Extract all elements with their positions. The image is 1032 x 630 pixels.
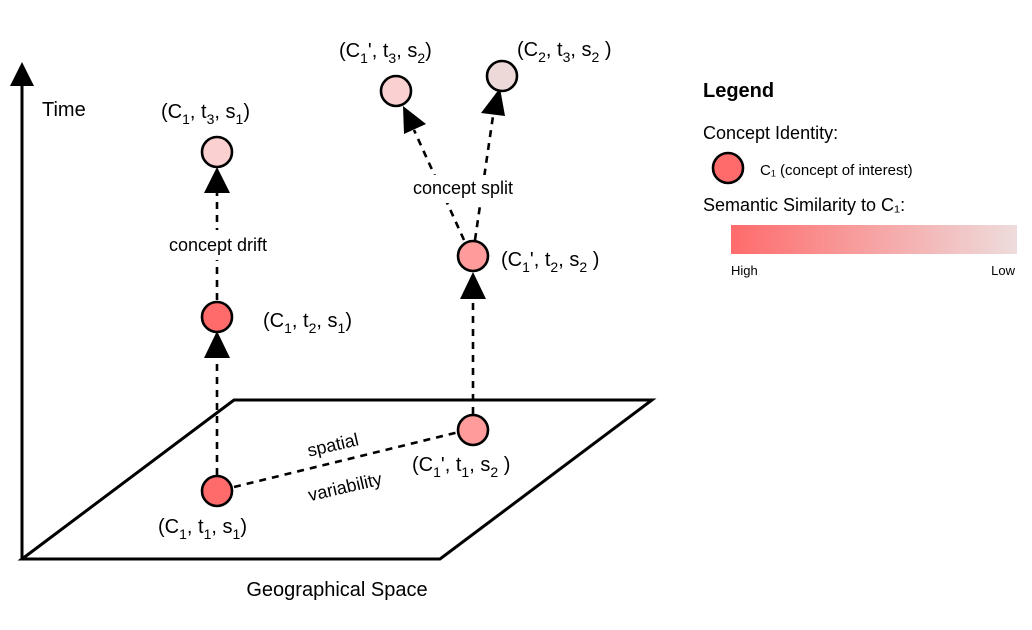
concept-node-c1prime-t3-s2 — [379, 74, 413, 108]
legend-identity-heading: Concept Identity: — [703, 123, 838, 143]
split-source-arrowhead — [460, 272, 486, 299]
space-axis-label: Geographical Space — [246, 579, 427, 601]
node-label-c1prime-t1-s2: (C1', t1, s2 ) — [412, 454, 510, 480]
geographical-plane — [17, 398, 657, 561]
split-right-arrowhead — [481, 88, 505, 116]
legend: Legend Concept Identity: C₁ (concept of … — [703, 80, 1017, 278]
gradient-low-label: Low — [991, 263, 1015, 278]
node-label-c1-t1-s1: (C1, t1, s1) — [158, 516, 247, 542]
split-left-arrowhead — [403, 106, 426, 134]
time-axis-arrowhead — [10, 62, 34, 86]
node-label-c1prime-t3-s2: (C1', t3, s2) — [339, 40, 432, 66]
legend-title: Legend — [703, 80, 774, 102]
node-label-c1prime-t2-s2: (C1', t2, s2 ) — [501, 249, 599, 275]
legend-similarity-heading: Semantic Similarity to C₁: — [703, 195, 905, 215]
split-label-backdrop — [398, 175, 528, 203]
drift-label-backdrop — [152, 230, 282, 260]
concept-node-c2-t3-s2 — [485, 59, 519, 93]
concept-node-c1-t3-s1 — [200, 135, 234, 169]
concept-drift-label: concept drift — [169, 235, 267, 255]
concept-split-label: concept split — [413, 178, 513, 198]
concept-node-c1-t1-s1 — [200, 474, 234, 508]
gradient-high-label: High — [731, 263, 758, 278]
legend-identity-swatch — [711, 151, 745, 185]
concept-node-c1-t2-s1 — [200, 300, 234, 334]
drift-arrowhead-upper — [204, 167, 230, 193]
split-right-connector — [473, 115, 495, 241]
node-label-c2-t3-s2: (C2, t3, s2 ) — [517, 39, 612, 65]
node-label-c1-t3-s1: (C1, t3, s1) — [161, 101, 250, 127]
concept-node-c1prime-t2-s2 — [456, 239, 490, 273]
concept-node-c1prime-t1-s2 — [456, 413, 490, 447]
drift-arrowhead-lower — [204, 331, 230, 358]
similarity-gradient-bar — [731, 225, 1017, 254]
time-axis-label: Time — [42, 99, 86, 121]
node-label-c1-t2-s1: (C1, t2, s1) — [263, 310, 352, 336]
legend-identity-label: C₁ (concept of interest) — [760, 162, 913, 179]
